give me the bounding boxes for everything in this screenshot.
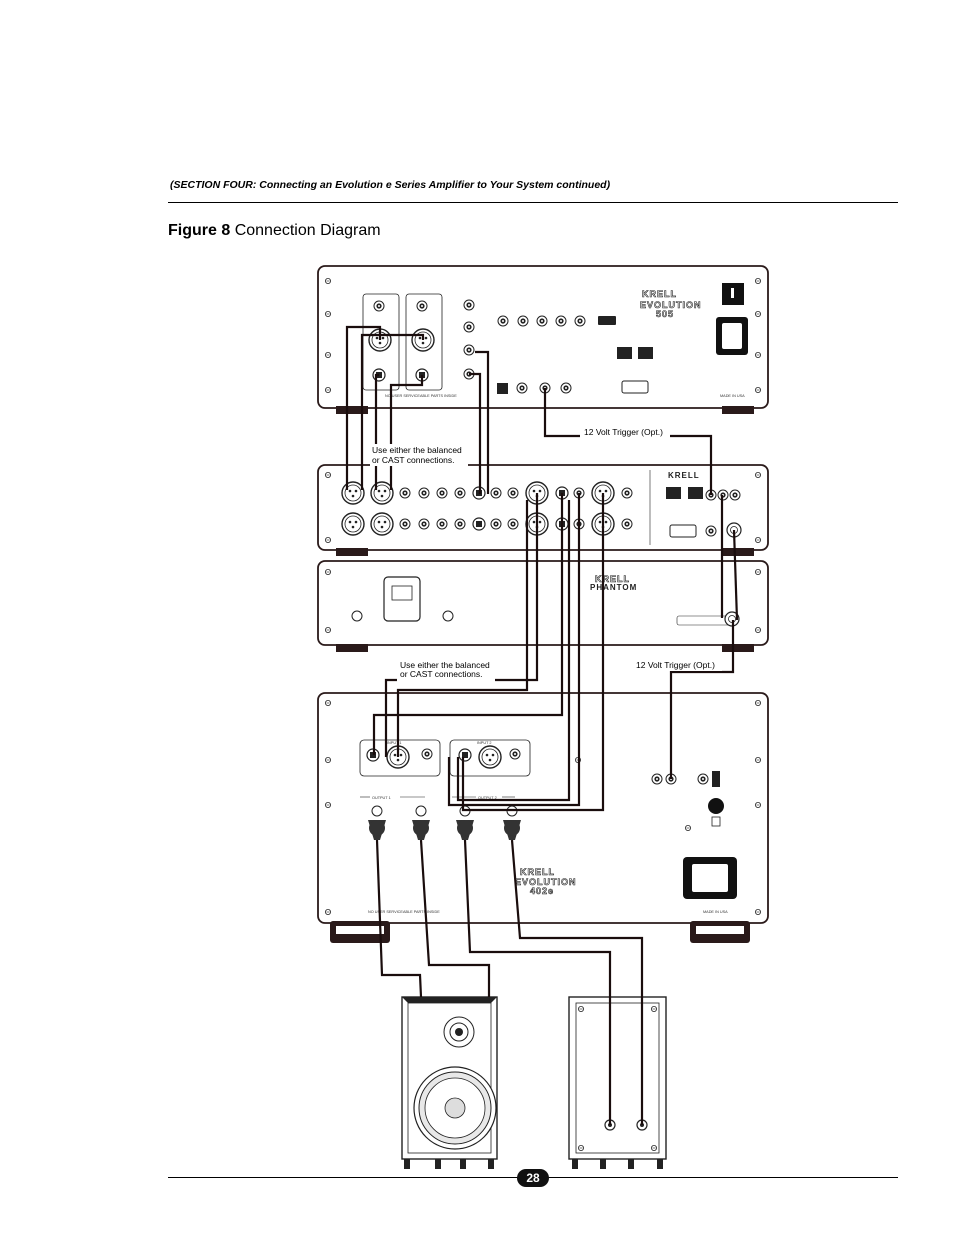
note-balanced-2-line2: or CAST connections. <box>400 669 483 679</box>
amp-made-in-usa: MADE IN USA <box>703 910 728 914</box>
note-balanced-2-line1: Use either the balanced <box>400 660 490 670</box>
figure-number: Figure 8 <box>168 222 231 239</box>
amp-output-1-label: OUTPUT 1 <box>372 796 391 800</box>
preamp-panel: KRELL <box>317 464 769 556</box>
source-made-in-usa: MADE IN USA <box>720 394 745 398</box>
note-balanced-1-line2: or CAST connections. <box>372 455 455 465</box>
phantom-model: PHANTOM <box>590 583 637 592</box>
source-brand: KRELL <box>642 289 677 299</box>
amplifier-panel: INPUT 1 INPUT 2 OUTPUT 1 OUTPUT 2 KRELL … <box>317 692 769 943</box>
preamp-brand: KRELL <box>668 471 700 480</box>
figure-title: Figure 8 Connection Diagram <box>168 222 381 240</box>
section-header: (SECTION FOUR: Connecting an Evolution e… <box>170 179 611 191</box>
source-no-user-serviceable: NO USER SERVICEABLE PARTS INSIDE <box>385 394 457 398</box>
note-box-1: Use either the balanced or CAST connecti… <box>370 444 468 466</box>
amp-no-user-serviceable: NO USER SERVICEABLE PARTS INSIDE <box>368 910 440 914</box>
phantom-power-supply-panel: KRELL PHANTOM <box>317 560 769 652</box>
trigger-label-1-group: 12 Volt Trigger (Opt.) <box>580 426 670 438</box>
cables <box>345 325 739 1125</box>
figure-caption: Connection Diagram <box>234 222 381 239</box>
note-balanced-1-line1: Use either the balanced <box>372 445 462 455</box>
trigger-label-2: 12 Volt Trigger (Opt.) <box>636 660 715 670</box>
speaker-rear <box>568 996 667 1169</box>
amp-input-2-label: INPUT 2 <box>477 741 492 745</box>
phantom-brand: KRELL <box>595 574 630 584</box>
source-model: EVOLUTION <box>640 300 702 310</box>
amp-input-1-label: INPUT 1 <box>387 741 402 745</box>
page-number: 28 <box>517 1169 549 1187</box>
note-box-2: Use either the balanced or CAST connecti… <box>397 660 495 682</box>
header-rule <box>168 202 898 203</box>
amp-brand: KRELL <box>520 867 555 877</box>
trigger-label-1: 12 Volt Trigger (Opt.) <box>584 427 663 437</box>
trigger-label-2-group: 12 Volt Trigger (Opt.) <box>632 659 722 671</box>
source-component-panel: KRELL EVOLUTION 505 MADE IN USA NO USER … <box>317 265 769 414</box>
amp-model-sub: 402e <box>530 886 554 896</box>
speaker-front <box>401 996 498 1169</box>
amp-model: EVOLUTION <box>515 877 577 887</box>
source-model-sub: 505 <box>656 309 674 319</box>
amp-output-2-label: OUTPUT 2 <box>478 796 497 800</box>
